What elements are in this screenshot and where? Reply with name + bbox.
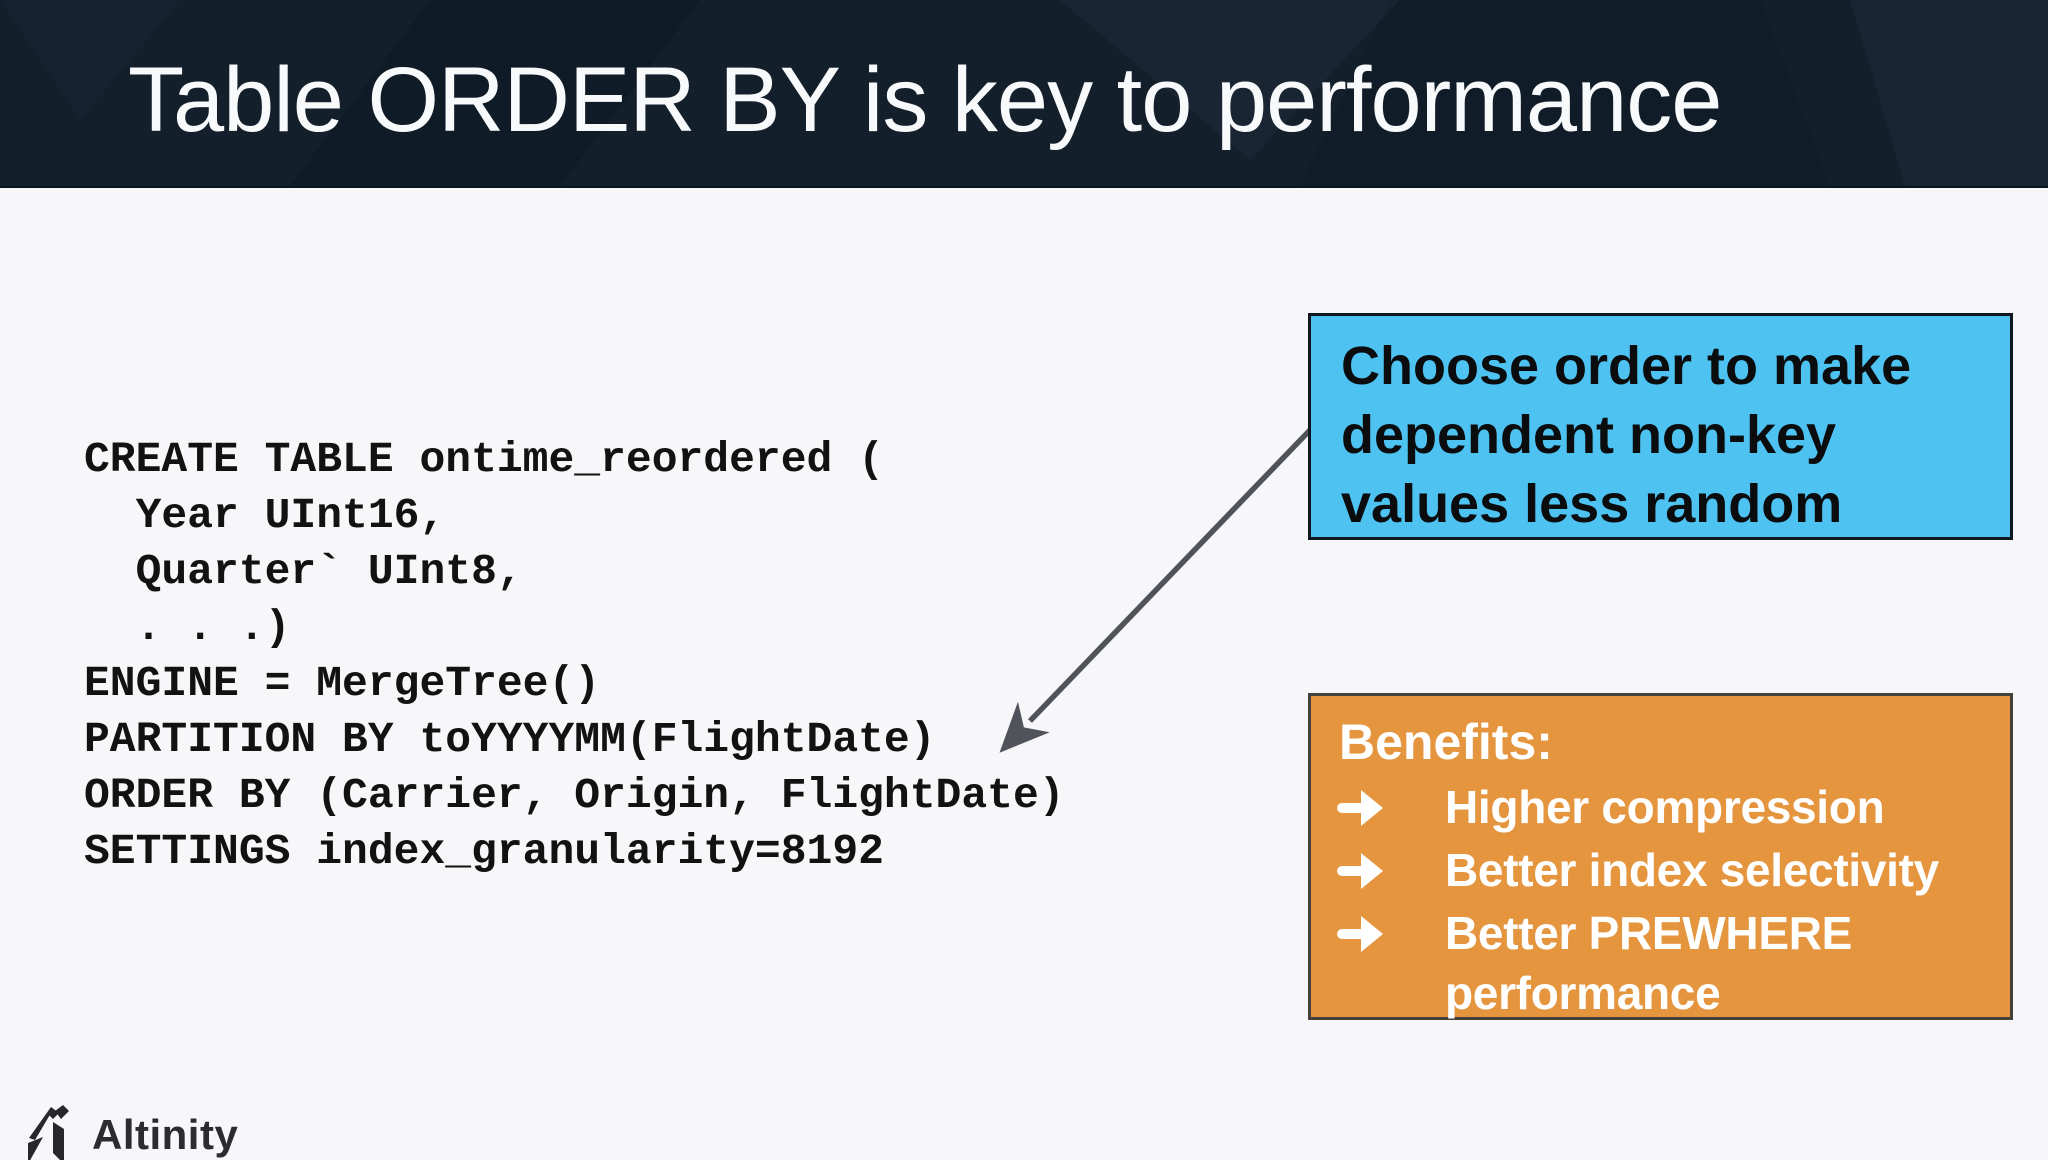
blue-callout-text: Choose order to make dependent non-key v… [1341,336,1912,534]
benefit-item-label: Better PREWHERE performance [1445,907,1853,1019]
sql-code-block: CREATE TABLE ontime_reordered ( Year UIn… [84,432,1065,880]
benefit-item: Better index selectivity [1335,840,2002,900]
benefits-box: Benefits: Higher compression Better inde… [1308,693,2013,1020]
benefit-item: Better PREWHERE performance [1335,903,2002,1023]
slide-header: Table ORDER BY is key to performance [0,0,2048,188]
code-line: Year UInt16, [84,491,446,540]
code-line: Quarter` UInt8, [84,547,523,596]
benefit-item: Higher compression [1335,777,2002,837]
arrow-right-icon [1337,903,1383,963]
benefits-heading: Benefits: [1339,714,1553,770]
code-line: ENGINE = MergeTree() [84,659,601,708]
altinity-logo-icon [28,1105,69,1160]
arrow-right-icon [1337,777,1383,837]
code-line: CREATE TABLE ontime_reordered ( [84,435,884,484]
page-title: Table ORDER BY is key to performance [128,49,1722,151]
benefit-item-label: Higher compression [1445,781,1885,833]
code-line: . . .) [84,603,291,652]
code-line: ORDER BY (Carrier, Origin, FlightDate) [84,771,1065,820]
altinity-logo-text: Altinity [92,1111,239,1158]
benefits-list: Higher compression Better index selectiv… [1335,777,2002,1023]
code-line: PARTITION BY toYYYYMM(FlightDate) [84,715,936,764]
header-background-pattern [0,0,2048,186]
arrow-right-icon [1337,840,1383,900]
code-line: SETTINGS index_granularity=8192 [84,827,884,876]
blue-callout-box: Choose order to make dependent non-key v… [1308,313,2013,540]
altinity-logo: Altinity [18,1098,238,1160]
benefit-item-label: Better index selectivity [1445,844,1939,896]
